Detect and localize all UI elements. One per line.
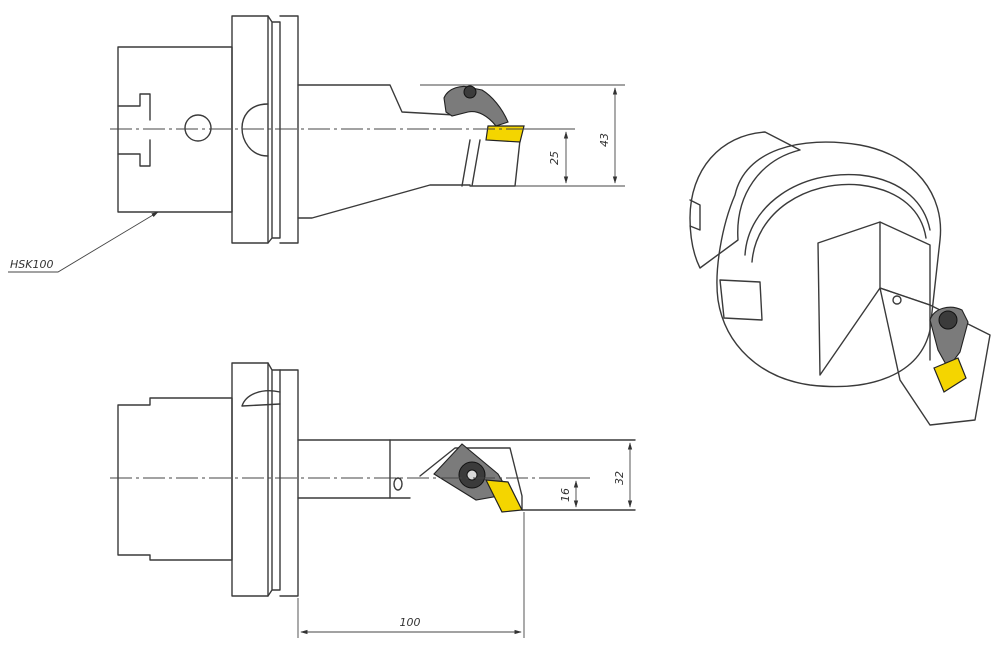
isometric-view — [689, 131, 991, 426]
flange — [231, 15, 269, 244]
coolant-hole — [393, 477, 403, 491]
dim-16-label: 16 — [559, 488, 572, 502]
iso-insert — [933, 357, 967, 393]
flange-rim-top — [279, 369, 299, 597]
dim-32-label: 32 — [613, 471, 626, 485]
hsk-shank-top — [117, 397, 233, 561]
iso-block — [817, 221, 931, 376]
hsk-leader — [8, 211, 159, 273]
flange-top — [231, 362, 269, 597]
shank-slot-upper — [117, 93, 151, 121]
iso-flange-outer — [716, 141, 942, 388]
clamp-arm — [443, 85, 509, 127]
iso-screw — [938, 310, 958, 330]
insert-side — [485, 125, 525, 143]
flange-notch-top — [241, 390, 281, 407]
body-top — [297, 439, 391, 499]
iso-flange-groove — [744, 173, 931, 256]
top-view: 32 16 100 — [110, 362, 636, 638]
flange-rim — [279, 15, 299, 244]
clamp-screw-head — [463, 85, 477, 99]
dim-25-label: 25 — [548, 151, 561, 165]
screw-socket — [466, 469, 478, 481]
iso-shank — [689, 131, 801, 269]
body-upper — [297, 84, 456, 116]
shank-slot-lower — [117, 139, 151, 167]
iso-head — [879, 287, 991, 426]
hsk-label: HSK100 — [10, 258, 53, 271]
head-front — [461, 139, 521, 187]
iso-flange-groove-2 — [751, 183, 927, 263]
body-lower — [297, 184, 471, 219]
dim-43-label: 43 — [598, 133, 611, 147]
flange-groove — [267, 15, 281, 244]
flange-notch — [241, 103, 269, 157]
shank-hole — [184, 114, 212, 142]
iso-flange-notch — [719, 279, 763, 321]
iso-coolant-hole — [892, 295, 902, 305]
insert-top — [484, 479, 523, 513]
flange-groove-top — [267, 362, 281, 597]
body-edges — [389, 439, 636, 511]
iso-shank-slot — [689, 199, 701, 231]
side-view: 43 25 HSK100 — [8, 15, 625, 273]
hsk-shank — [117, 46, 233, 213]
dim-100-label: 100 — [400, 616, 421, 629]
